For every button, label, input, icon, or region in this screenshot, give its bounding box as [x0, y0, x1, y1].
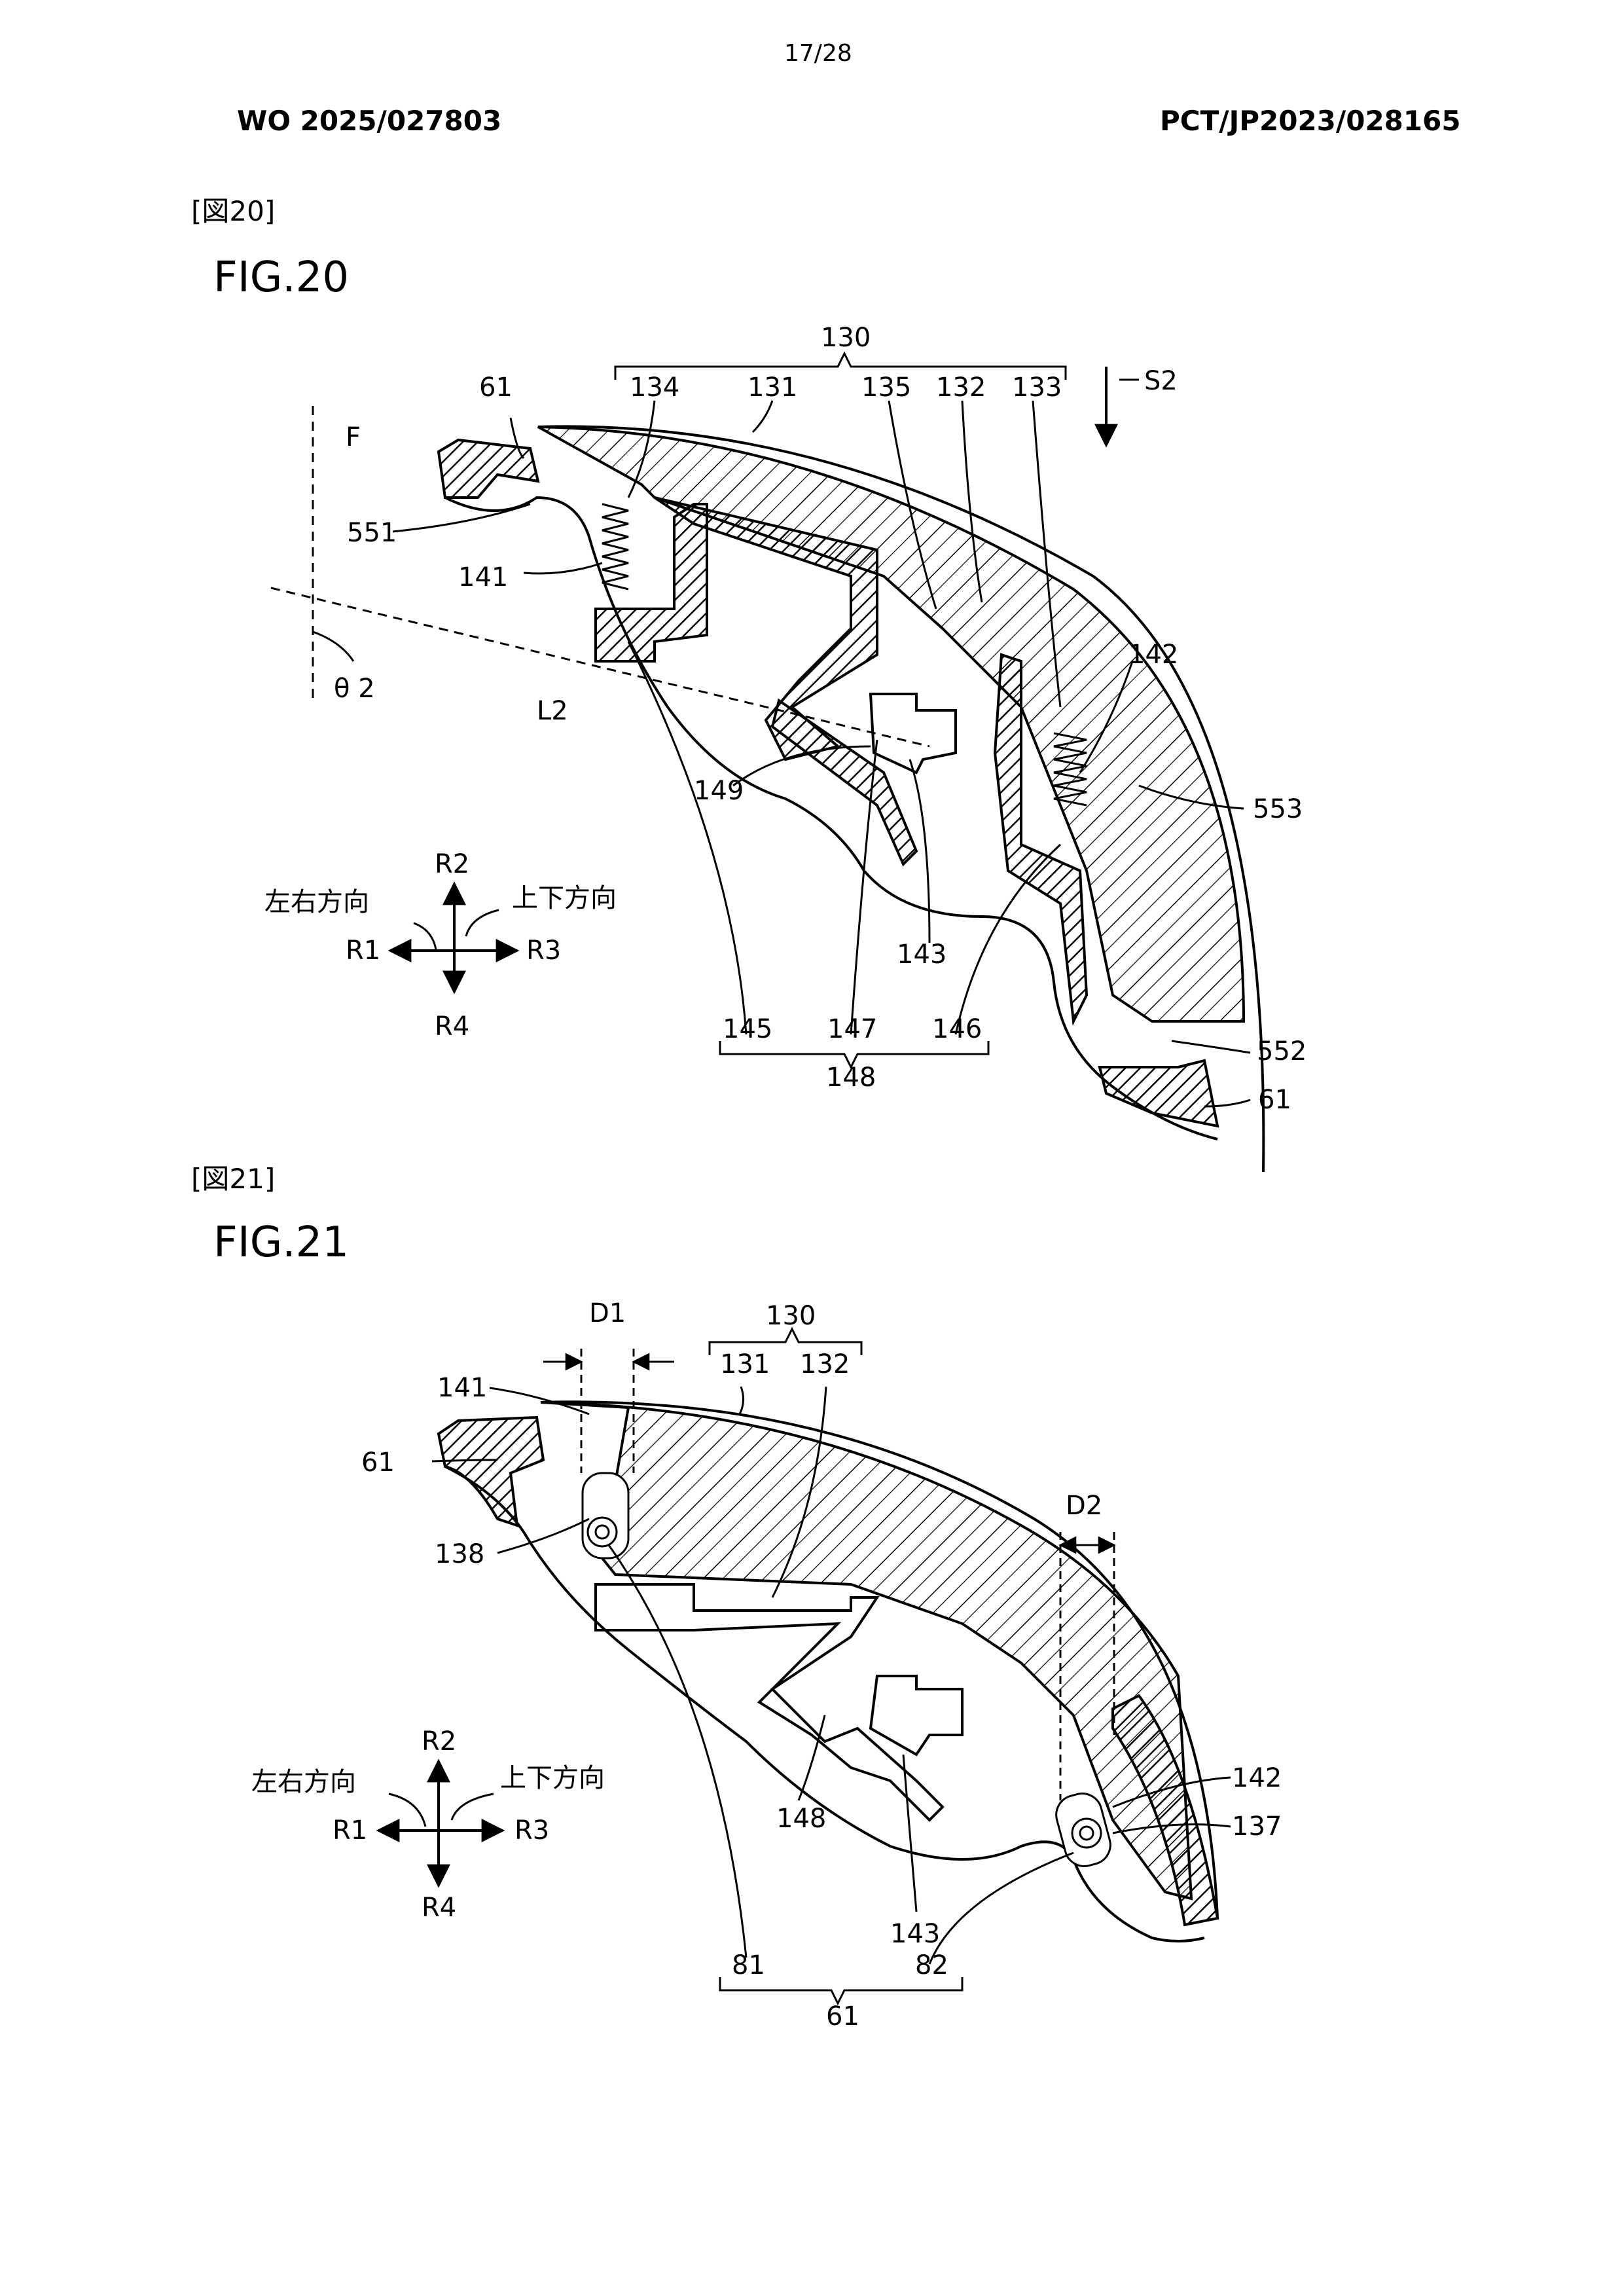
fig21-dimension-D2	[1058, 1532, 1116, 1800]
fig20-label-130: 130	[821, 323, 871, 353]
fig20-label-146: 146	[932, 1014, 982, 1044]
fig20-housing-right	[1098, 1059, 1219, 1128]
fig20-outer-shell	[537, 425, 1265, 1173]
fig20-spring-142	[1053, 732, 1087, 807]
fig20-label-148: 148	[826, 1063, 876, 1093]
publication-number: WO 2025/027803	[237, 105, 502, 137]
page-number: 17/28	[784, 40, 852, 67]
fig21-label-142: 142	[1232, 1763, 1282, 1793]
fig20-spring-141	[602, 503, 629, 591]
fig21-pin-138	[581, 1472, 630, 1559]
fig20-line-L2	[270, 587, 930, 748]
fig21-label-137: 137	[1232, 1812, 1282, 1842]
fig21-block-143	[869, 1675, 964, 1757]
fig21-label-132: 132	[800, 1349, 850, 1379]
fig20-label-134: 134	[630, 373, 680, 403]
fig20-label-S2: S2	[1144, 366, 1178, 396]
fig20-label-theta2: θ 2	[334, 674, 375, 704]
fig21-label-R4: R4	[422, 1893, 457, 1923]
fig21-label-138: 138	[435, 1539, 485, 1569]
fig20-reflector-lower	[770, 698, 918, 867]
fig21-label-D2: D2	[1066, 1491, 1103, 1521]
fig20-label-552: 552	[1257, 1036, 1307, 1066]
fig20-leaders	[392, 378, 1251, 1108]
fig20-label-61-top: 61	[479, 373, 513, 403]
fig20-label-132: 132	[936, 373, 986, 403]
fig20-label-R4: R4	[435, 1011, 470, 1042]
fig20-label-F: F	[346, 422, 361, 452]
fig21-housing-outline	[444, 1465, 1205, 1942]
fig21-label-130: 130	[766, 1301, 816, 1331]
fig21-pin-137	[1055, 1793, 1111, 1867]
fig20-right-column	[993, 653, 1089, 1026]
fig20-title: FIG.20	[213, 253, 350, 302]
fig20-direction-cross	[387, 881, 520, 994]
fig21-label-R2: R2	[422, 1726, 457, 1757]
fig21-dimension-D1	[543, 1349, 674, 1473]
fig20-brace-148	[719, 1041, 990, 1070]
fig21-brace-130	[708, 1326, 863, 1355]
fig20-brace-130	[614, 351, 1067, 380]
fig21-leaders	[431, 1386, 1231, 1965]
fig20-lens-body	[537, 426, 1246, 1023]
fig20-label-up-down: 上下方向	[512, 883, 617, 913]
fig21-label-143: 143	[890, 1919, 941, 1949]
fig20-reflector	[653, 496, 878, 761]
fig20-label-142: 142	[1128, 640, 1179, 670]
fig20-label-133: 133	[1012, 373, 1062, 403]
fig20-label-left-right: 左右方向	[264, 887, 369, 917]
fig21-title: FIG.21	[213, 1218, 350, 1267]
fig20-label-143: 143	[897, 939, 947, 970]
fig20-label-R3: R3	[526, 936, 562, 966]
fig20-label-R1: R1	[346, 936, 381, 966]
fig20-housing-left	[437, 438, 540, 499]
fig21-right-strip	[1111, 1694, 1219, 1927]
fig20-label-551: 551	[347, 518, 397, 548]
fig20-label-R2: R2	[435, 849, 470, 879]
fig21-label-61-top: 61	[361, 1448, 395, 1478]
fig20-block-143	[869, 693, 957, 774]
fig20-label-61-bottom: 61	[1258, 1085, 1291, 1115]
fig21-label-148: 148	[776, 1804, 827, 1834]
fig20-housing-outline	[444, 496, 1218, 1140]
fig20-tag: [図20]	[191, 195, 276, 227]
fig20-label-131: 131	[748, 373, 798, 403]
fig21-label-R1: R1	[333, 1815, 368, 1846]
fig20-label-149: 149	[694, 776, 744, 806]
fig21-label-82: 82	[915, 1950, 948, 1980]
fig20-label-147: 147	[827, 1014, 878, 1044]
fig21-tag: [図21]	[191, 1163, 276, 1195]
fig20-label-141: 141	[458, 562, 509, 592]
fig21-label-R3: R3	[514, 1815, 550, 1846]
fig20-label-135: 135	[861, 373, 912, 403]
fig21-label-81: 81	[732, 1950, 765, 1980]
fig20-label-L2: L2	[537, 696, 568, 726]
fig21-label-61-bottom: 61	[826, 2001, 859, 2032]
fig21-label-D1: D1	[589, 1298, 626, 1328]
fig20-angle-arc	[312, 630, 355, 662]
fig21-label-141: 141	[437, 1373, 488, 1403]
fig20-label-145: 145	[723, 1014, 773, 1044]
fig21-label-left-right: 左右方向	[251, 1767, 356, 1797]
fig21-label-up-down: 上下方向	[500, 1763, 605, 1793]
fig21-direction-cross	[376, 1758, 505, 1888]
fig21-outer-shell	[540, 1400, 1219, 1919]
fig20-left-column	[594, 503, 708, 663]
application-number: PCT/JP2023/028165	[1160, 105, 1461, 137]
fig21-inner-frame	[594, 1583, 945, 1822]
fig21-label-131: 131	[720, 1349, 770, 1379]
fig20-label-553: 553	[1253, 794, 1303, 824]
fig21-brace-61	[719, 1977, 964, 2006]
